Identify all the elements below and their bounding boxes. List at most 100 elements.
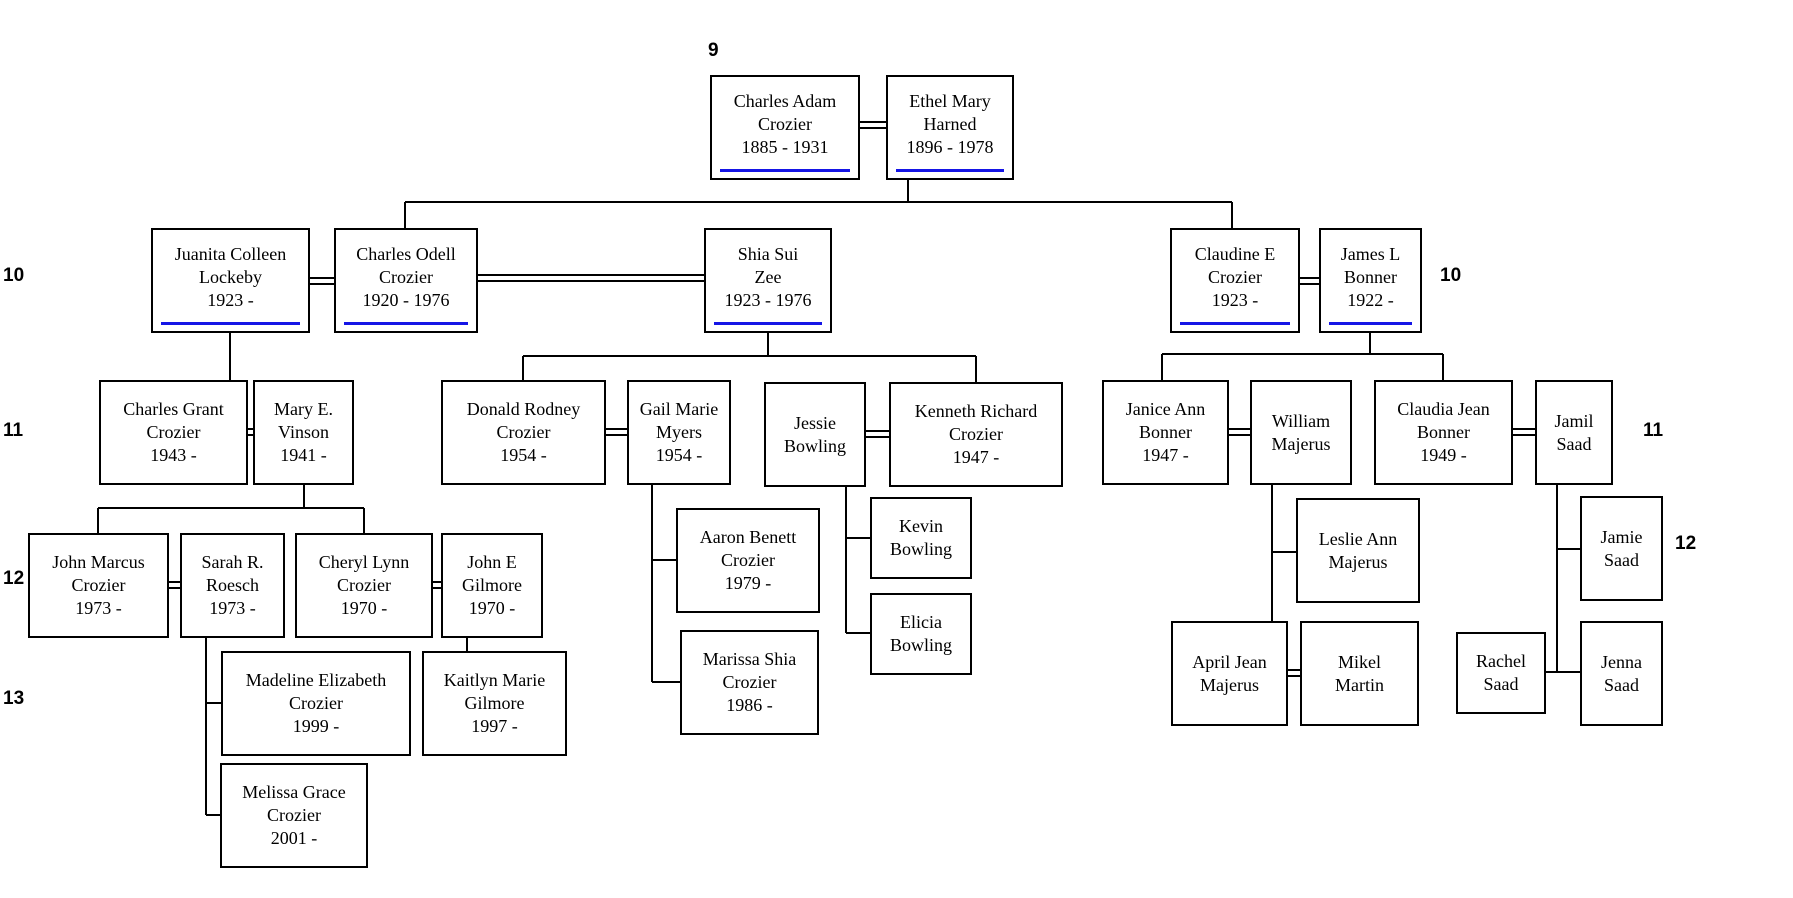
person-name: Elicia <box>900 612 942 632</box>
person-name: Cheryl Lynn <box>318 552 410 572</box>
person-dates: 1973 - <box>75 598 122 618</box>
person-name: Saad <box>1483 674 1519 694</box>
generation-label: 12 <box>3 568 25 589</box>
person-name: Crozier <box>721 550 775 570</box>
person-name: Sarah R. <box>201 552 264 572</box>
person-name: James L <box>1340 244 1401 264</box>
person-dates: 1947 - <box>952 447 1000 467</box>
person-dates: 1947 - <box>1142 445 1189 465</box>
person-name: Aaron Benett <box>699 527 797 547</box>
person-name: Donald Rodney <box>466 399 581 419</box>
person-name: Ethel Mary <box>909 91 991 111</box>
person-name: John E <box>467 552 517 572</box>
person-dates: 1923 - <box>1211 290 1259 310</box>
person-name: Janice Ann <box>1125 399 1206 419</box>
person-dates: 1986 - <box>726 695 773 715</box>
person-name: Gilmore <box>464 693 525 713</box>
person-name: Saad <box>1556 433 1592 454</box>
person-name: Charles Adam <box>733 91 837 111</box>
person-dates: 1954 - <box>655 445 703 465</box>
person-dates: 1954 - <box>500 445 547 465</box>
generation-label: 13 <box>3 688 25 709</box>
person-name: Lockeby <box>199 267 262 287</box>
generation-label: 12 <box>1675 533 1697 554</box>
person-name: Claudia Jean <box>1397 399 1490 419</box>
person-name: Bowling <box>889 539 952 559</box>
generation-label: 10 <box>3 265 25 286</box>
person-dates: 1922 - <box>1347 290 1394 310</box>
person-dates: 1941 - <box>280 445 327 465</box>
person-name: Charles Odell <box>356 244 456 264</box>
person-name: Bowling <box>889 635 952 655</box>
person-dates: 1970 - <box>340 598 388 618</box>
generation-label: 11 <box>3 420 24 441</box>
person-name: Crozier <box>71 575 126 595</box>
person-name: William <box>1271 410 1331 431</box>
person-name: Roesch <box>206 575 259 595</box>
person-name: Kenneth Richard <box>914 401 1038 421</box>
person-name: John Marcus <box>52 552 145 572</box>
person-name: Crozier <box>267 805 321 825</box>
person-name: Crozier <box>146 422 201 442</box>
person-dates: 1979 - <box>724 573 772 593</box>
person-dates: 1997 - <box>471 716 518 736</box>
person-dates: 1885 - 1931 <box>741 137 829 157</box>
person-name: Juanita Colleen <box>174 244 287 264</box>
person-name: Bonner <box>1139 422 1192 442</box>
person-dates: 1920 - 1976 <box>362 290 450 310</box>
person-name: Crozier <box>379 267 433 287</box>
person-name: Melissa Grace <box>242 782 346 802</box>
person-name: Leslie Ann <box>1318 528 1398 549</box>
person-name: Jenna <box>1601 651 1642 672</box>
person-name: Charles Grant <box>123 399 224 419</box>
person-name: Marissa Shia <box>702 649 797 669</box>
person-name: Kevin <box>899 516 943 536</box>
generation-label: 9 <box>708 40 719 61</box>
person-name: Majerus <box>1271 433 1331 454</box>
person-dates: 2001 - <box>270 828 318 848</box>
generation-label: 10 <box>1440 265 1462 286</box>
person-dates: 1923 - 1976 <box>724 290 812 310</box>
person-name: Crozier <box>1208 267 1262 287</box>
person-dates: 1943 - <box>150 445 197 465</box>
person-name: Mary E. <box>274 399 333 419</box>
generation-label: 11 <box>1643 420 1664 441</box>
person-name: Saad <box>1604 674 1639 695</box>
person-name: Bonner <box>1417 422 1470 442</box>
person-dates: 1999 - <box>292 716 340 736</box>
person-name: Crozier <box>337 575 391 595</box>
person-name: April Jean <box>1192 651 1267 672</box>
person-name: Shia Sui <box>737 244 799 264</box>
person-name: Jessie <box>794 412 836 433</box>
person-name: Martin <box>1335 674 1384 695</box>
person-name: Crozier <box>722 672 777 692</box>
person-name: Gilmore <box>462 575 522 595</box>
